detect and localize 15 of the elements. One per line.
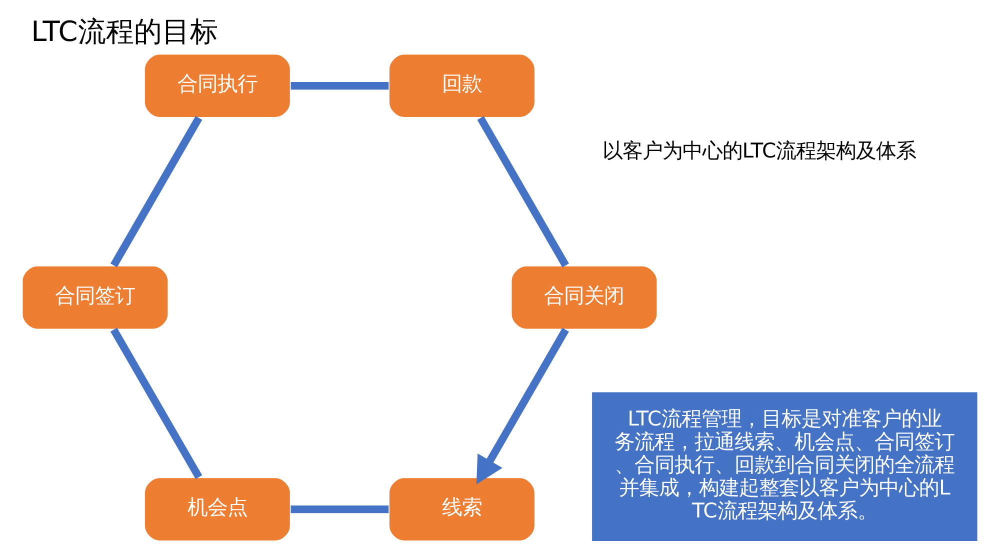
node-box: 线索 — [388, 476, 536, 542]
connector — [290, 506, 389, 514]
connector — [110, 116, 202, 268]
connector — [290, 82, 389, 90]
node-box: 合同执行 — [144, 53, 292, 118]
node-box: LTC流程管理，目标是对准客户的业务流程，拉通线索、机会点、合同签订、合同执行、回款到合同关闭的全流程并集成，构建起整套以客户为中心的LTC流程架构及体系。 — [590, 391, 979, 542]
diagram-title: LTC流程的目标 — [31, 14, 218, 48]
connector — [477, 116, 569, 268]
node-box: 合同关闭 — [510, 265, 658, 330]
connector — [110, 328, 202, 480]
node-box: 回款 — [388, 53, 536, 118]
node-box: 合同签订 — [21, 265, 169, 330]
label: 以客户为中心的LTC流程架构及体系 — [602, 138, 916, 162]
node-box: 机会点 — [144, 476, 292, 542]
arrow — [476, 328, 569, 484]
